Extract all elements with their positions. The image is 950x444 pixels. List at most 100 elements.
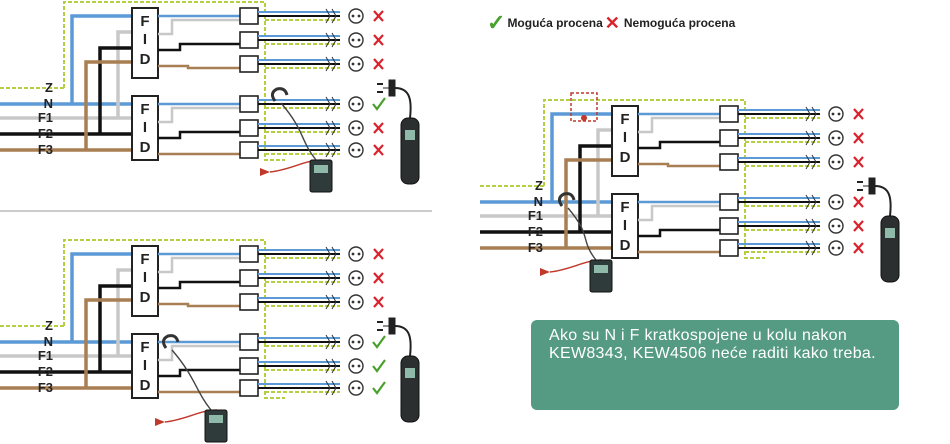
plug-icon [863,177,876,195]
meter-display [209,415,223,423]
fid-letter: I [143,31,147,48]
phase1-wire-out [158,18,240,36]
tester-display [405,130,415,140]
phase3-riser [564,158,612,248]
socket-icon [348,142,364,158]
plug-pins [377,321,383,331]
fid-letter: F [140,13,149,30]
line-label: F3 [38,142,53,157]
tester-display [405,368,415,378]
cable-break [805,154,817,170]
socket-icon [348,8,364,24]
socket-pin [837,224,841,228]
socket-pin [351,386,355,390]
phase1-riser [116,30,132,118]
cable-break [805,194,817,210]
socket-pin [357,14,361,18]
short-circuit-point [581,115,587,121]
neutral-riser [70,252,132,342]
cross-icon [373,122,384,134]
line-label: F1 [38,110,53,125]
phase1-wire-out [158,256,240,274]
socket-pin [357,102,361,106]
line-label: F2 [528,224,543,239]
cable-break [805,106,817,122]
socket-pin [351,126,355,130]
fid-letter: I [143,357,147,374]
line-label: N [44,334,53,349]
cable-break [325,358,337,374]
alligator-clip [540,268,550,276]
plug-cable [394,325,412,357]
phase1-riser [596,128,612,216]
socket-pin [351,364,355,368]
leakage-tester [400,117,420,185]
phase3-wire-out [638,162,720,168]
cross-icon [373,296,384,308]
plug-icon [383,79,396,97]
legend-impossible: Nemoguća procena [623,16,736,30]
cable-break [325,96,337,112]
socket-pin [357,340,361,344]
fid-block [611,193,639,259]
breaker [719,239,739,257]
check-icon [372,381,386,395]
line-label: F2 [38,126,53,141]
socket-pin [357,364,361,368]
socket-pin [351,102,355,106]
fid-letter: D [620,237,631,254]
line-label: F3 [38,380,53,395]
clamp-meter [589,259,613,293]
breaker [719,129,739,147]
socket-icon [348,358,364,374]
earth-wire [543,99,765,259]
fid-letter: D [140,377,151,394]
check-icon [372,97,386,111]
socket-pin [357,38,361,42]
fid-letter: I [623,217,627,234]
socket-pin [357,300,361,304]
check-icon [372,335,386,349]
socket-pin [351,62,355,66]
cross-icon [373,34,384,46]
clamp-probe [270,87,289,102]
line-label: Z [535,178,543,193]
socket-pin [831,136,835,140]
socket-pin [357,62,361,66]
breaker [239,119,259,137]
cross-icon: ✕ [604,13,620,33]
phase2-wire-out [638,228,720,238]
alligator-clip [260,168,270,176]
phase3-riser [84,60,132,150]
phase1-wire-out [638,204,720,222]
cross-icon [373,58,384,70]
socket-pin [351,300,355,304]
phase2-wire-out [158,368,240,378]
leakage-tester [880,215,900,283]
legend: ✓ Moguća procena ✕ Nemoguća procena [487,10,735,36]
socket-icon [828,240,844,256]
cross-icon [373,272,384,284]
probe-lead [567,207,597,261]
socket-pin [831,200,835,204]
neutral-riser [70,14,132,104]
socket-pin [357,126,361,130]
phase3-riser [84,298,132,388]
breaker [239,269,259,287]
socket-pin [357,386,361,390]
fid-block [131,95,159,161]
socket-icon [348,32,364,48]
plug-pins [377,83,383,93]
line-label: Z [45,318,53,333]
line-label: N [44,96,53,111]
breaker [239,55,259,73]
earth-wire [63,1,285,161]
socket-pin [837,200,841,204]
check-icon [372,359,386,373]
fid-letter: I [143,269,147,286]
plug-cable [874,185,892,217]
cable-break [325,142,337,158]
breaker [239,333,259,351]
